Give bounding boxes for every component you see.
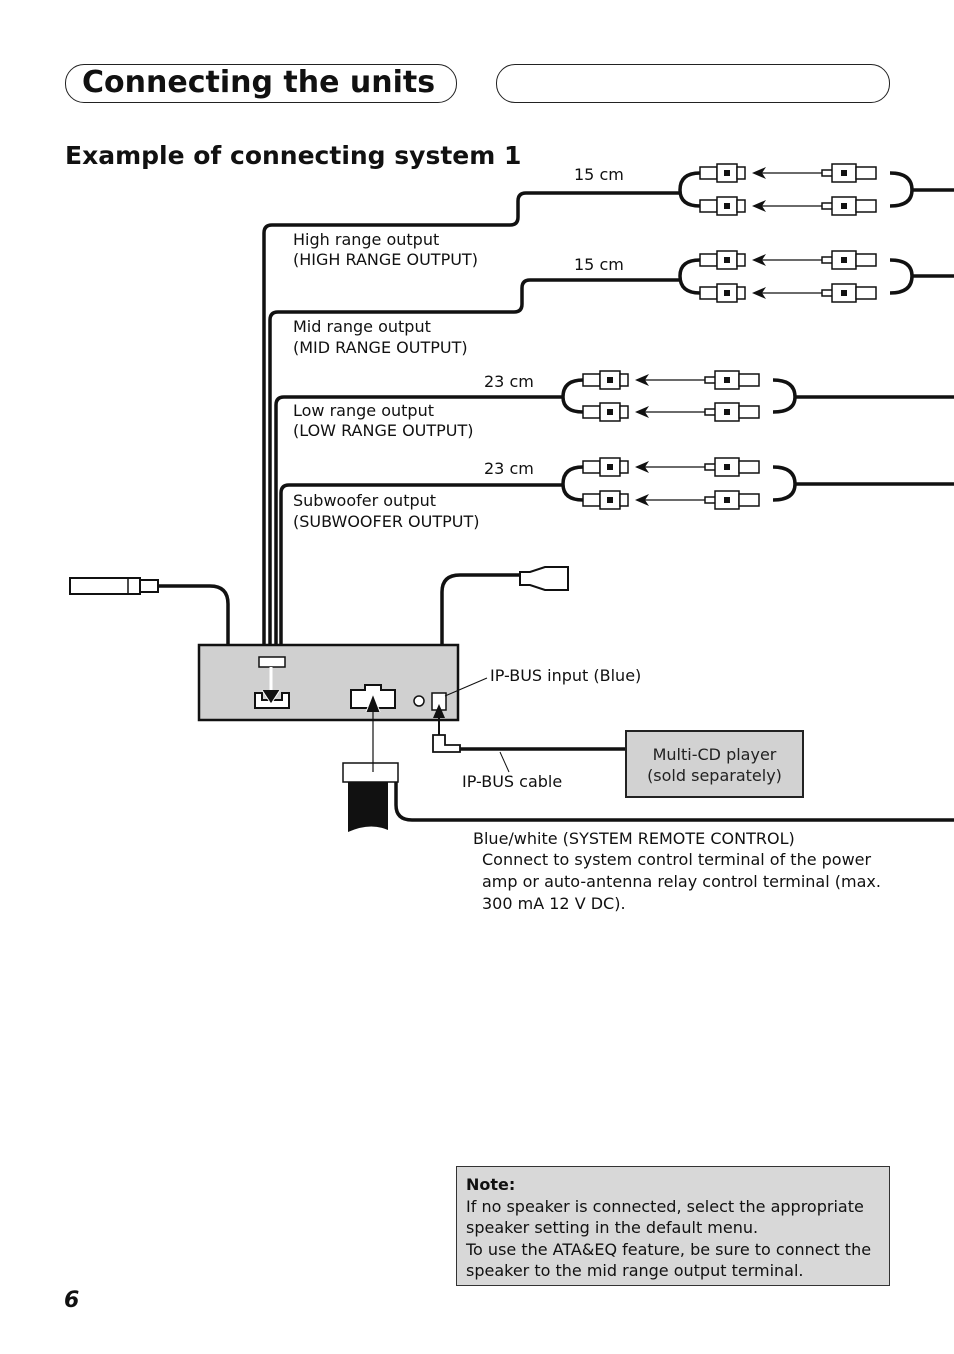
- rca-female-grip: [699, 199, 718, 213]
- section-title: Example of connecting system 1: [65, 141, 522, 170]
- page-number: 6: [64, 1288, 80, 1313]
- rca-male-pin: [821, 289, 832, 297]
- arrow-head-icon: [635, 406, 649, 418]
- amp-cable: [772, 465, 954, 502]
- wire-low: [274, 395, 563, 662]
- amp-cable: [772, 378, 954, 414]
- rca-split-cable: [678, 171, 701, 208]
- wire-sub: [279, 483, 563, 662]
- power-harness-plug: [342, 762, 399, 783]
- rca-male-grip: [855, 166, 877, 180]
- power-harness-cable: [348, 782, 388, 832]
- note-box: Note: If no speaker is connected, select…: [456, 1166, 890, 1286]
- wire-high: [262, 191, 680, 662]
- arrow-head-icon: [752, 167, 766, 179]
- note-line-4: speaker to the mid range output terminal…: [466, 1261, 804, 1280]
- rca-male-pin: [821, 256, 832, 264]
- title-frame-empty: [496, 64, 890, 103]
- remote-desc-3: 300 mA 12 V DC).: [482, 894, 626, 913]
- ipbus-plug: [432, 734, 461, 753]
- label-low-output-sub: (LOW RANGE OUTPUT): [293, 421, 474, 440]
- rca-split-cable: [561, 378, 584, 414]
- label-mid-output: Mid range output: [293, 317, 431, 336]
- arrow-head-icon: [635, 374, 649, 386]
- multi-cd-label: Multi-CD player: [652, 745, 777, 764]
- label-low-output: Low range output: [293, 401, 434, 420]
- rca-male-grip: [855, 199, 877, 213]
- cable-length-low: 23 cm: [484, 372, 534, 391]
- arrow-head-icon: [752, 200, 766, 212]
- rca-male-pin: [821, 169, 832, 177]
- rca-split-cable: [678, 258, 701, 295]
- label-sub-output: Subwoofer output: [293, 491, 437, 510]
- arrow-head-icon: [635, 461, 649, 473]
- multi-cd-sub: (sold separately): [647, 766, 782, 785]
- remote-wire: [394, 782, 954, 822]
- rca-connectors: [561, 163, 954, 510]
- rca-male-grip: [738, 373, 760, 387]
- head-unit: [197, 643, 460, 722]
- rca-male-grip: [738, 405, 760, 419]
- arrow-head-icon: [635, 494, 649, 506]
- cable-length-high: 15 cm: [574, 165, 624, 184]
- rca-male-pin: [821, 202, 832, 210]
- rca-female-grip: [582, 405, 601, 419]
- rca-female-grip: [582, 460, 601, 474]
- rca-male-grip: [738, 460, 760, 474]
- label-high-output-sub: (HIGH RANGE OUTPUT): [293, 250, 478, 269]
- wire-mid: [268, 278, 680, 662]
- antenna-cable: [158, 584, 230, 656]
- rca-male-pin: [704, 376, 715, 384]
- arrow-head-icon: [752, 287, 766, 299]
- page-title: Connecting the units: [82, 65, 436, 100]
- label-high-output: High range output: [293, 230, 440, 249]
- rca-female-grip: [582, 493, 601, 507]
- multi-cd-player-box: Multi-CD player (sold separately): [625, 730, 804, 798]
- remote-sensor-plug: [519, 566, 569, 591]
- antenna-plug: [69, 577, 141, 595]
- remote-sensor-cable: [440, 573, 520, 656]
- note-heading: Note:: [466, 1175, 516, 1194]
- label-ipbus-input: IP-BUS input (Blue): [490, 666, 642, 685]
- rca-female-grip: [699, 166, 718, 180]
- amp-cable: [889, 258, 954, 295]
- note-line-3: To use the ATA&EQ feature, be sure to co…: [466, 1239, 872, 1259]
- rca-male-pin: [704, 463, 715, 471]
- rca-split-cable: [561, 465, 584, 502]
- note-line-2: speaker setting in the default menu.: [466, 1218, 759, 1237]
- rca-male-pin: [704, 408, 715, 416]
- label-mid-output-sub: (MID RANGE OUTPUT): [293, 338, 468, 357]
- rca-male-grip: [855, 286, 877, 300]
- cable-length-mid: 15 cm: [574, 255, 624, 274]
- output-connector-plug: [258, 656, 286, 668]
- label-ipbus-cable: IP-BUS cable: [462, 772, 563, 791]
- note-line-1: If no speaker is connected, select the a…: [466, 1196, 864, 1216]
- remote-title: Blue/white (SYSTEM REMOTE CONTROL): [473, 829, 795, 848]
- amp-cable: [889, 171, 954, 208]
- remote-desc-2: amp or auto-antenna relay control termin…: [482, 872, 881, 891]
- rca-male-grip: [738, 493, 760, 507]
- label-sub-output-sub: (SUBWOOFER OUTPUT): [293, 512, 480, 531]
- rca-female-grip: [582, 373, 601, 387]
- cable-length-sub: 23 cm: [484, 459, 534, 478]
- rca-female-grip: [699, 286, 718, 300]
- rca-male-grip: [855, 253, 877, 267]
- remote-desc-1: Connect to system control terminal of th…: [482, 850, 872, 869]
- title-frame: [65, 64, 457, 103]
- indicator-hole: [413, 695, 425, 707]
- rca-male-pin: [704, 496, 715, 504]
- arrow-head-icon: [752, 254, 766, 266]
- rca-female-grip: [699, 253, 718, 267]
